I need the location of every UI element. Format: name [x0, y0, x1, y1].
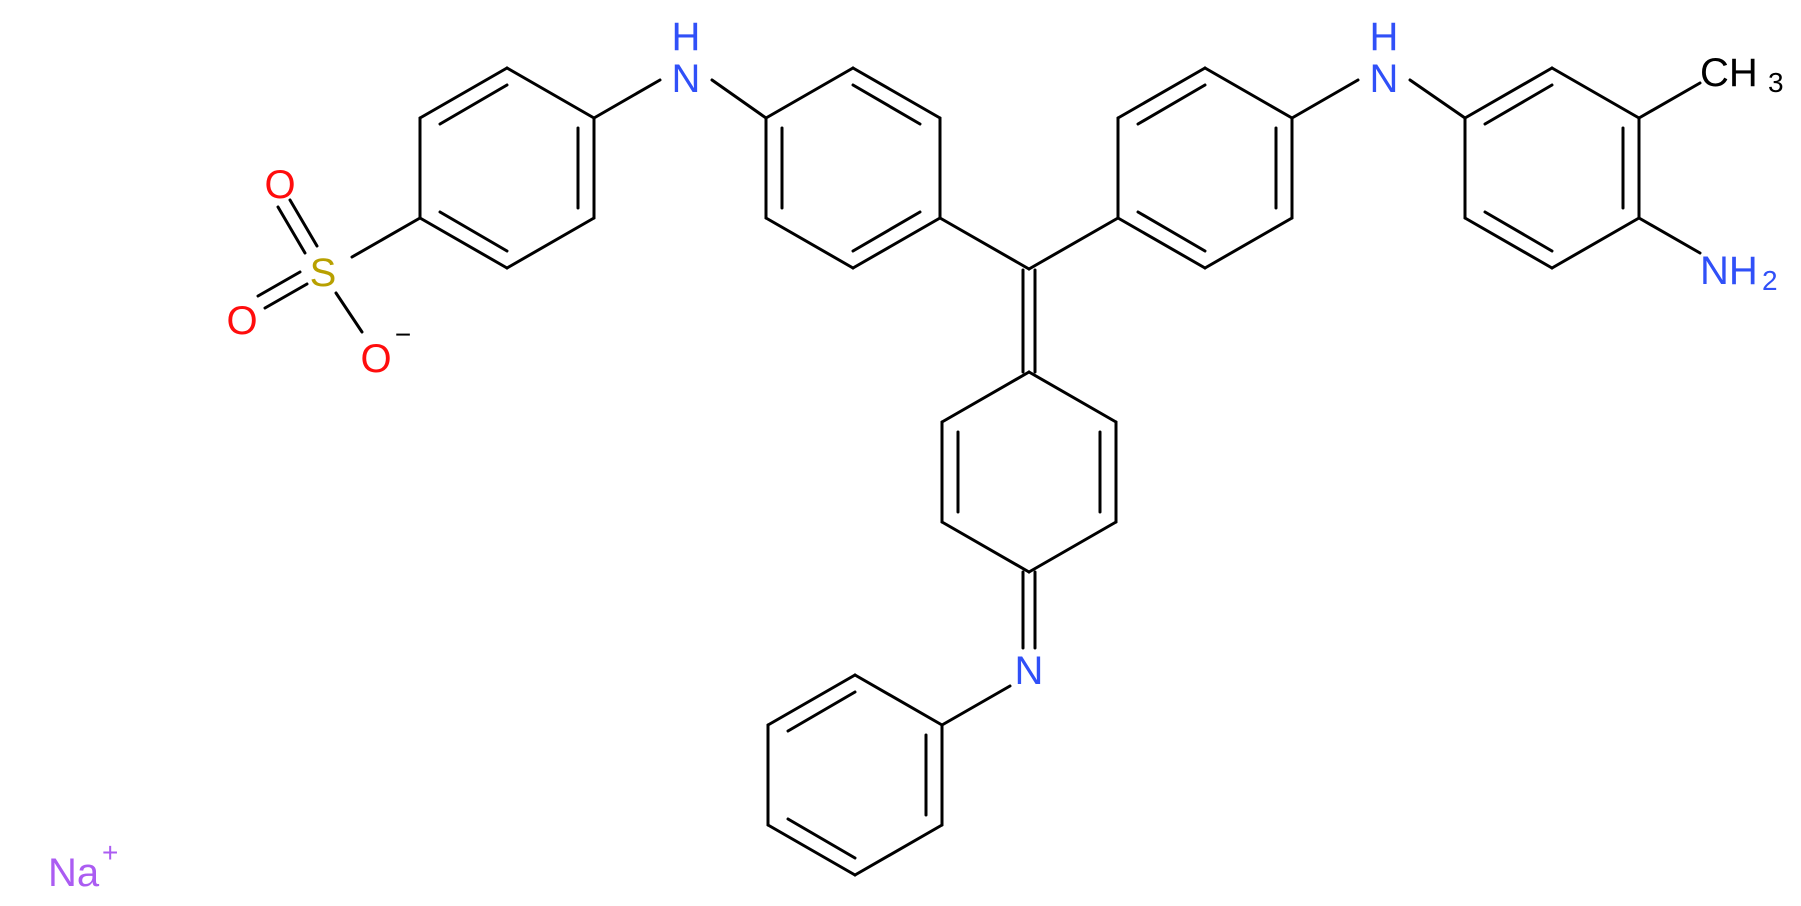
imine-bond: [940, 570, 1037, 727]
sodium-label: Na: [48, 851, 100, 895]
ring-phenyl-imine: [766, 673, 944, 877]
substituent-bonds-right: [1637, 81, 1702, 255]
nh-right-n-label: N: [1370, 57, 1399, 101]
central-methylidene: [938, 216, 1120, 374]
nh-linker-right-bonds: [1290, 78, 1467, 120]
ring-quinoid: [940, 370, 1118, 574]
nh-linker-left-bonds: [592, 78, 768, 120]
ring-phenylene-right: [1116, 66, 1294, 270]
amino-subscript: 2: [1762, 265, 1778, 296]
sodium-charge: +: [102, 837, 118, 868]
sulfonate-bonds: [256, 198, 422, 334]
methyl-label: CH: [1700, 51, 1758, 95]
ring-phenylene-left: [764, 66, 942, 270]
amino-label: NH: [1700, 249, 1758, 293]
nh-right-h-label: H: [1370, 15, 1399, 59]
oxygen-anion-charge: −: [395, 319, 411, 350]
ring-sulfophenyl: [418, 66, 596, 270]
imine-n-label: N: [1015, 649, 1044, 693]
oxygen-top-label: O: [264, 163, 295, 207]
methyl-subscript: 3: [1768, 67, 1784, 98]
oxygen-anion-label: O: [360, 337, 391, 381]
atom-labels: H N H N CH 3 NH 2 N S O O O − Na +: [48, 15, 1784, 895]
sulfur-label: S: [310, 251, 337, 295]
oxygen-left-label: O: [226, 299, 257, 343]
nh-left-n-label: N: [672, 57, 701, 101]
nh-left-h-label: H: [672, 15, 701, 59]
ring-aminotolyl: [1463, 66, 1641, 270]
